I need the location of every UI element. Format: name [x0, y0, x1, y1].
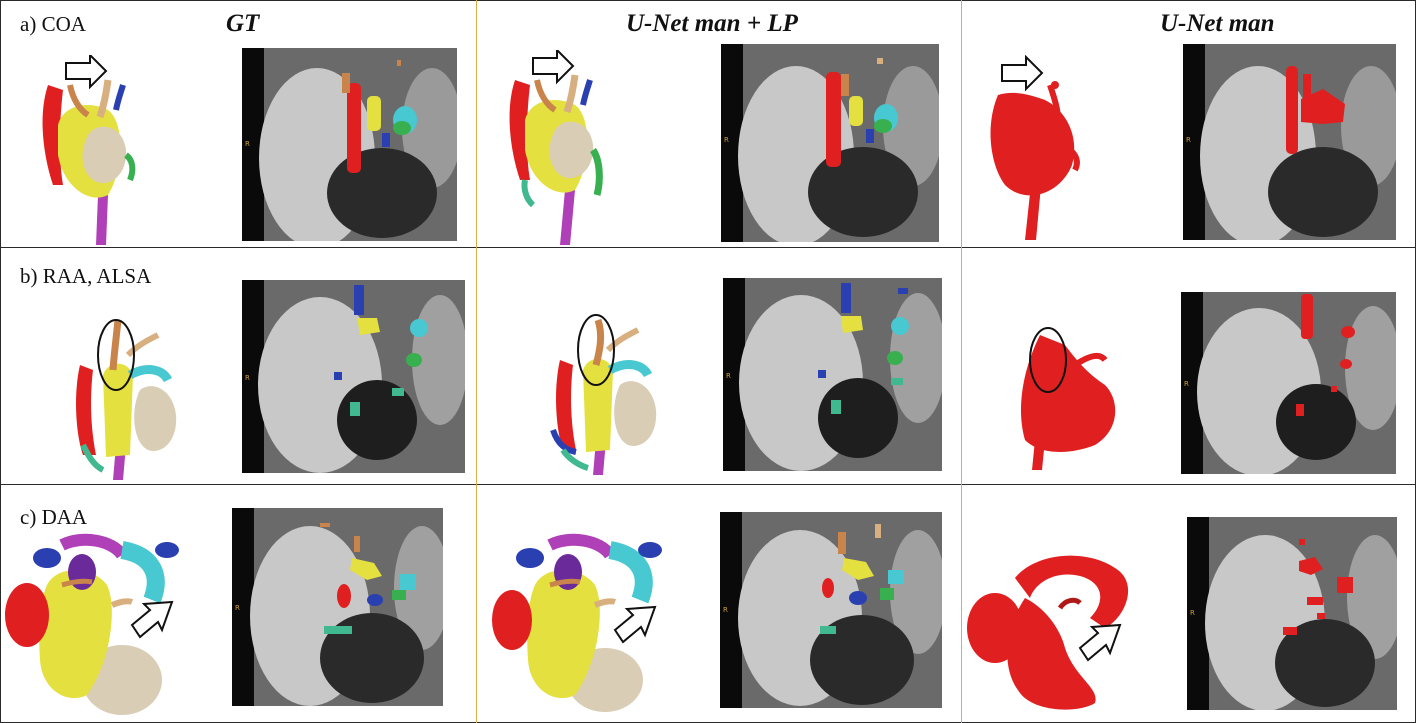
- render-3d-raa-alsa-gt: [68, 305, 188, 480]
- orientation-marker: R: [1184, 380, 1189, 388]
- grid-top: [0, 0, 1416, 1]
- column-header-unet-lp: U-Net man + LP: [626, 10, 798, 37]
- render-3d-raa-alsa-unet-lp: [548, 300, 668, 475]
- orientation-marker: R: [1186, 136, 1191, 144]
- orientation-marker: R: [726, 372, 731, 380]
- orientation-marker: R: [245, 140, 250, 148]
- mri-slice-raa-alsa-gt: R: [242, 280, 465, 473]
- mri-slice-daa-gt: R: [232, 508, 443, 706]
- row-label-raa-alsa: b) RAA, ALSA: [20, 264, 152, 288]
- mri-slice-daa-unet: R: [1187, 517, 1397, 710]
- render-3d-coa-unet: [980, 55, 1090, 240]
- column-header-gt: GT: [226, 10, 260, 37]
- grid-col-divider-1: [476, 0, 477, 723]
- column-header-unet: U-Net man: [1160, 10, 1275, 37]
- mri-slice-coa-unet: R: [1183, 44, 1396, 240]
- render-3d-daa-gt: [2, 530, 192, 715]
- orientation-marker: R: [1190, 609, 1195, 617]
- render-3d-coa-gt: [38, 55, 158, 245]
- mri-slice-daa-unet-lp: R: [720, 512, 942, 708]
- render-3d-coa-unet-lp: [505, 50, 625, 245]
- orientation-marker: R: [235, 604, 240, 612]
- row-label-coa: a) COA: [20, 12, 86, 36]
- render-3d-daa-unet: [965, 538, 1155, 713]
- mri-slice-coa-unet-lp: R: [721, 44, 939, 242]
- mri-slice-raa-alsa-unet: R: [1181, 292, 1396, 474]
- row-label-daa: c) DAA: [20, 505, 88, 529]
- render-3d-raa-alsa-unet: [1010, 325, 1140, 470]
- orientation-marker: R: [723, 606, 728, 614]
- render-3d-daa-unet-lp: [490, 530, 670, 715]
- mri-slice-coa-gt: R: [242, 48, 457, 241]
- grid-col-divider-2: [961, 0, 962, 723]
- orientation-marker: R: [724, 136, 729, 144]
- mri-slice-raa-alsa-unet-lp: R: [723, 278, 942, 471]
- orientation-marker: R: [245, 374, 250, 382]
- grid-row-divider-1: [0, 247, 1416, 248]
- grid-left: [0, 0, 1, 723]
- grid-row-divider-2: [0, 484, 1416, 485]
